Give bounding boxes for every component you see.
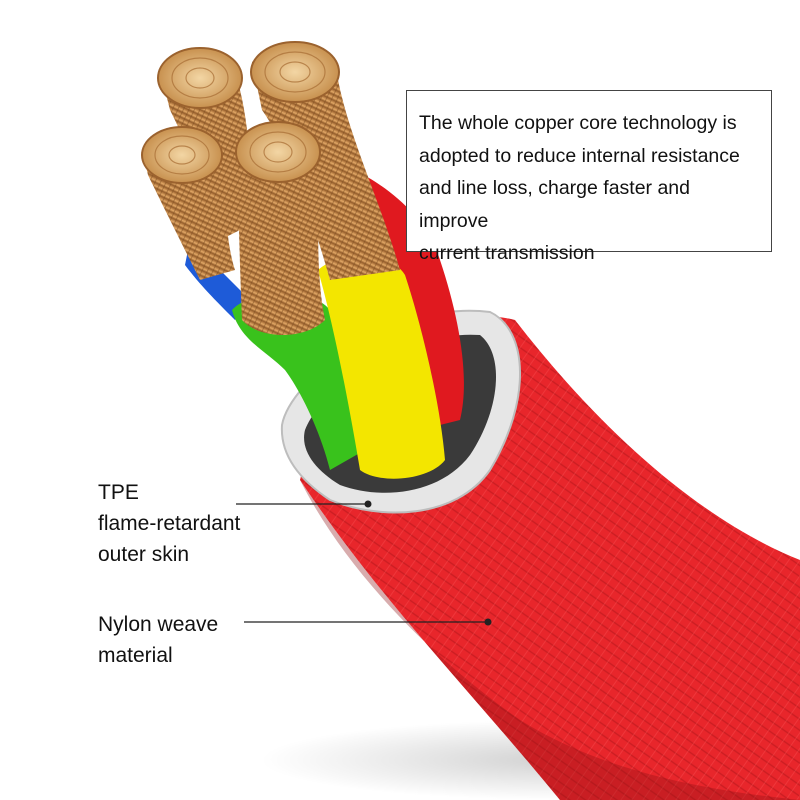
wire-yellow [318,255,445,479]
tpe-label: TPE flame-retardant outer skin [98,481,241,566]
copper-face-3 [141,126,223,184]
copper-strand-back-right [252,50,400,280]
copper-face-2 [250,41,340,103]
copper-face-rings [154,51,326,175]
copper-core-callout-text: The whole copper core technology is adop… [419,112,740,264]
copper-face-4 [235,121,321,183]
tpe-leader-dot [364,500,372,508]
copper-core-callout: The whole copper core technology is adop… [406,90,772,264]
nylon-leader-dot [484,618,492,626]
copper-face-1 [157,47,243,109]
wire-green [232,293,365,470]
nylon-label: Nylon weave material [98,613,219,667]
